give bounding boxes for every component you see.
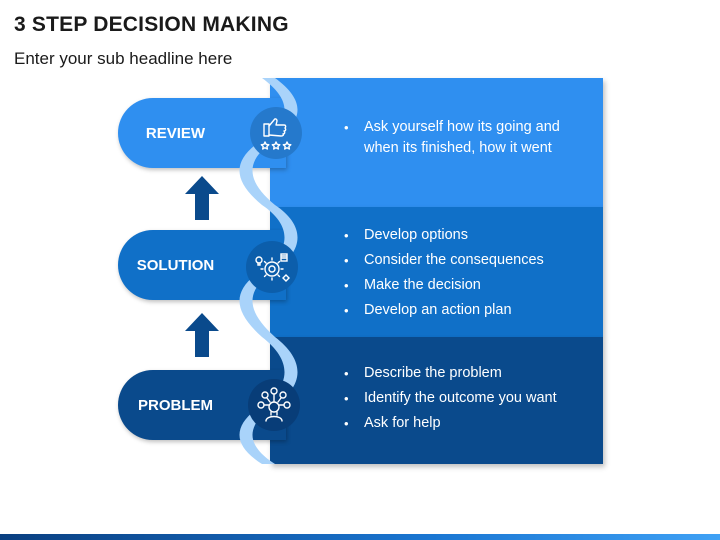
list-item: Develop an action plan [340, 298, 544, 323]
list-item: Ask for help [340, 411, 557, 436]
list-item: Ask yourself how its going and when its … [340, 117, 574, 159]
up-arrow-icon [185, 176, 219, 220]
list-item: Develop options [340, 223, 544, 248]
step-label: PROBLEM [138, 396, 213, 414]
problem-bullet-list: Describe the problem Identify the outcom… [340, 361, 557, 436]
list-item: Identify the outcome you want [340, 386, 557, 411]
thinking-person-icon [248, 379, 300, 431]
thumbs-up-rating-icon [250, 107, 302, 159]
step-label: REVIEW [145, 124, 206, 142]
up-arrow-icon [185, 313, 219, 357]
page-subtitle: Enter your sub headline here [14, 49, 233, 68]
review-bullet-list: Ask yourself how its going and when its … [340, 117, 574, 159]
brainstorm-ideas-icon [246, 241, 298, 293]
step-label: SOLUTION [136, 256, 215, 274]
solution-bullet-list: Develop options Consider the consequence… [340, 223, 544, 323]
list-item: Describe the problem [340, 361, 557, 386]
page-title: 3 STEP DECISION MAKING [14, 13, 289, 36]
footer-accent-bar [0, 534, 720, 540]
list-item: Make the decision [340, 273, 544, 298]
list-item: Consider the consequences [340, 248, 544, 273]
